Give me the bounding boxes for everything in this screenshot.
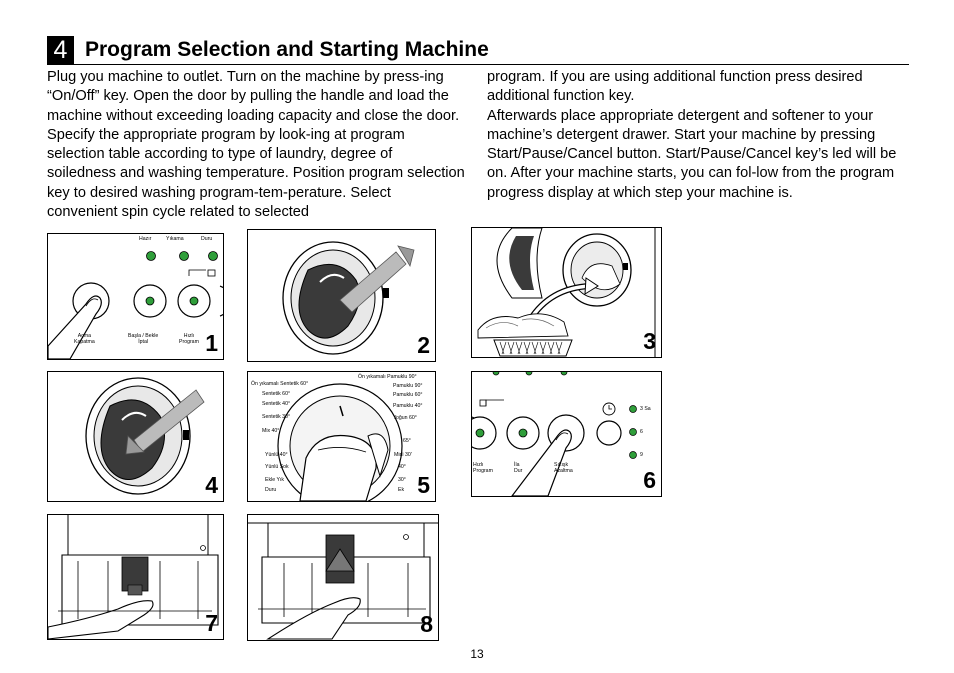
program-right-7: 40° bbox=[398, 464, 406, 470]
program-right-1: Pamuklu 90° bbox=[393, 383, 423, 389]
program-right-4: Yoğun 60° bbox=[393, 415, 417, 421]
figure-1-power-button: Hazır Yıkama Duru Açma Kapatma Başla / B… bbox=[47, 233, 224, 360]
right-paragraph-2: Afterwards place appropriate detergent a… bbox=[487, 107, 897, 201]
led-label-ready: Hazır bbox=[139, 236, 152, 242]
program-right-5: 65° bbox=[403, 438, 411, 444]
figure-1-drawing bbox=[48, 251, 223, 359]
timer-label-9: 9 bbox=[640, 452, 643, 458]
figure-8-number: 8 bbox=[420, 611, 433, 637]
program-left-5: Yünlü 40° bbox=[265, 452, 288, 458]
program-left-3: Sentetik 30° bbox=[262, 414, 291, 420]
figure-3-number: 3 bbox=[643, 328, 656, 354]
figure-8-softener-compartment: 8 bbox=[247, 514, 439, 641]
led-label-rinse: Duru bbox=[201, 236, 213, 242]
left-column: Plug you machine to outlet. Turn on the … bbox=[47, 68, 465, 222]
program-right-0: Ön yıkamalı Pamuklu 90° bbox=[358, 374, 417, 380]
left-paragraph: Plug you machine to outlet. Turn on the … bbox=[47, 69, 465, 221]
figure-4-drawing bbox=[85, 377, 205, 495]
spin-reduction-label: Sıkışk Azaltma bbox=[554, 462, 573, 474]
figure-2-drawing bbox=[282, 241, 415, 355]
page-number: 13 bbox=[470, 647, 484, 661]
program-right-2: Pamuklu 60° bbox=[393, 392, 423, 398]
quick-program-label-6: Hızlı Program bbox=[473, 462, 493, 474]
figure-2-open-door: 2 bbox=[247, 229, 436, 362]
figure-7-detergent-drawer: 7 bbox=[47, 514, 224, 640]
program-right-8: 30° bbox=[398, 477, 406, 483]
figure-6-number: 6 bbox=[643, 467, 656, 493]
program-right-3: Pamuklu 40° bbox=[393, 403, 423, 409]
start-label-6: İla Dur bbox=[514, 462, 523, 474]
figure-5-program-knob: Ön yıkamalı Sentetik 60° Sentetik 60° Se… bbox=[247, 371, 436, 502]
figure-8-drawing bbox=[248, 522, 438, 640]
figure-7-drawing bbox=[48, 515, 219, 639]
timer-label-3: 3 Sa bbox=[640, 406, 651, 412]
quick-program-label: Hızlı Program bbox=[179, 333, 199, 345]
timer-label-6: 6 bbox=[640, 429, 643, 435]
figure-6-start-button: Hızlı Program İla Dur Sıkışk Azaltma 3 S… bbox=[471, 371, 662, 497]
title-rule bbox=[47, 64, 909, 65]
figure-3-load-laundry: 3 bbox=[471, 227, 662, 358]
right-column: program. If you are using additional fun… bbox=[487, 68, 912, 203]
figure-4-number: 4 bbox=[205, 472, 218, 498]
program-right-9: Ek bbox=[398, 487, 405, 493]
figure-1-number: 1 bbox=[205, 330, 218, 356]
section-title: Program Selection and Starting Machine bbox=[85, 38, 489, 61]
program-left-7: Ekle Yık bbox=[265, 477, 284, 483]
right-paragraph-1: program. If you are using additional fun… bbox=[487, 69, 863, 105]
figure-3-drawing bbox=[477, 228, 656, 357]
figure-4-close-door: 4 bbox=[47, 371, 224, 502]
section-number: 4 bbox=[47, 36, 74, 64]
program-left-6: Yünlü Sok bbox=[265, 464, 289, 470]
program-left-2: Sentetik 40° bbox=[262, 401, 291, 407]
figure-6-drawing bbox=[472, 372, 637, 496]
program-left-1: Sentetik 60° bbox=[262, 391, 291, 397]
figure-5-drawing bbox=[277, 383, 403, 501]
onoff-label: Açma Kapatma bbox=[74, 333, 95, 345]
program-left-0: Ön yıkamalı Sentetik 60° bbox=[251, 381, 309, 387]
figure-5-number: 5 bbox=[417, 472, 430, 498]
figure-7-number: 7 bbox=[205, 610, 218, 636]
start-pause-label: Başla / Bekle İptal bbox=[128, 333, 159, 345]
figure-2-number: 2 bbox=[417, 332, 430, 358]
program-left-8: Duru bbox=[265, 487, 277, 493]
led-label-wash: Yıkama bbox=[166, 236, 184, 242]
program-left-4: Mix 40° bbox=[262, 428, 280, 434]
program-right-6: Mini 30' bbox=[394, 452, 412, 458]
